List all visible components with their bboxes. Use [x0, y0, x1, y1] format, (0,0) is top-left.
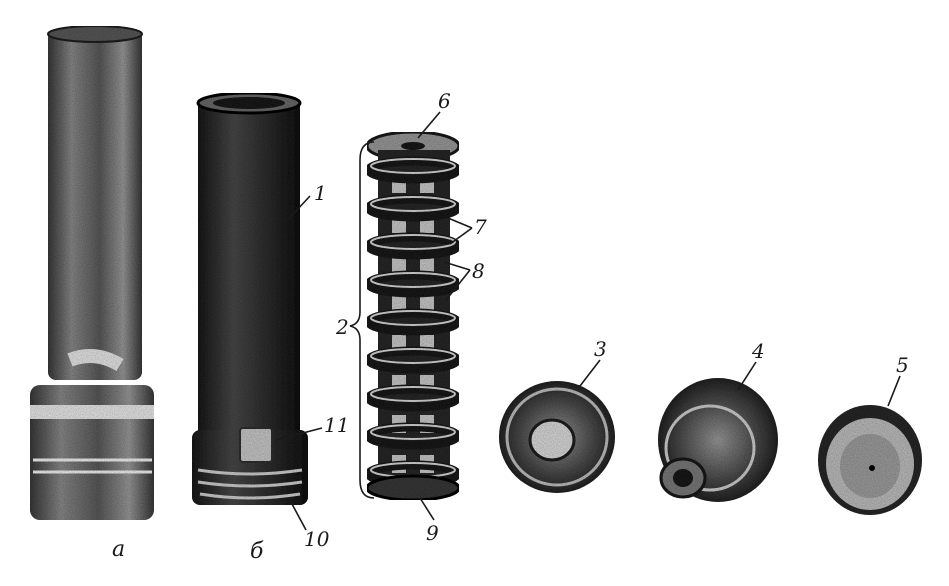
casing-latch-11: [239, 427, 273, 463]
part-labels: 1 2 3 4 5 6 7 8 9 10 11 а б: [112, 89, 909, 564]
collar-highlight-band: [30, 405, 154, 419]
adapter-4-ring: [664, 404, 756, 492]
leader-5: [887, 375, 901, 407]
thread-10: [197, 468, 303, 500]
leader-lines: [275, 111, 901, 531]
label-7: 7: [474, 215, 487, 239]
top-plate-hole: [401, 142, 425, 150]
casing-bore: [213, 97, 285, 109]
adapter-4: [658, 378, 778, 502]
baffle-ring-highlights: [370, 158, 456, 478]
assembled-silencer-a: [30, 25, 154, 520]
leader-9: [419, 497, 435, 521]
leader-8a: [443, 261, 471, 271]
stack-core: [378, 150, 450, 490]
leader-10: [291, 503, 307, 531]
leader-7a: [447, 217, 473, 229]
end-cap-5: [818, 405, 922, 515]
label-5: 5: [896, 353, 909, 377]
leader-4: [737, 361, 757, 391]
label-1: 1: [314, 181, 327, 205]
leader-11: [275, 427, 323, 441]
baffle-rings-7: [364, 156, 462, 488]
label-11: 11: [324, 413, 349, 437]
label-9: 9: [426, 521, 439, 545]
label-10: 10: [304, 527, 330, 551]
brace-2: [349, 141, 375, 499]
tube-seam: [67, 349, 124, 372]
leader-8b: [445, 269, 471, 301]
leader-3: [579, 359, 601, 387]
bottom-plate-9: [365, 474, 461, 502]
leader-6: [417, 111, 441, 139]
casing-b: [192, 91, 308, 505]
bushing-3-bore: [528, 418, 576, 462]
outer-tube-upper: [48, 30, 142, 380]
label-6: 6: [438, 89, 451, 113]
label-4: 4: [751, 339, 765, 363]
leader-1: [281, 195, 311, 227]
baffle-stack-2: [364, 130, 462, 502]
outer-tube-top-rim: [47, 25, 143, 43]
adapter-4-bore: [673, 469, 693, 487]
label-3: 3: [594, 337, 607, 361]
end-cap-5-hole: [869, 465, 875, 471]
casing-tube: [198, 100, 300, 440]
label-8: 8: [472, 259, 485, 283]
leader-7b: [449, 227, 473, 245]
view-label-a: а: [112, 537, 125, 562]
label-2: 2: [335, 315, 349, 339]
bushing-3: [499, 381, 615, 493]
bushing-3-rim-band: [505, 387, 609, 487]
view-label-b: б: [250, 539, 264, 564]
